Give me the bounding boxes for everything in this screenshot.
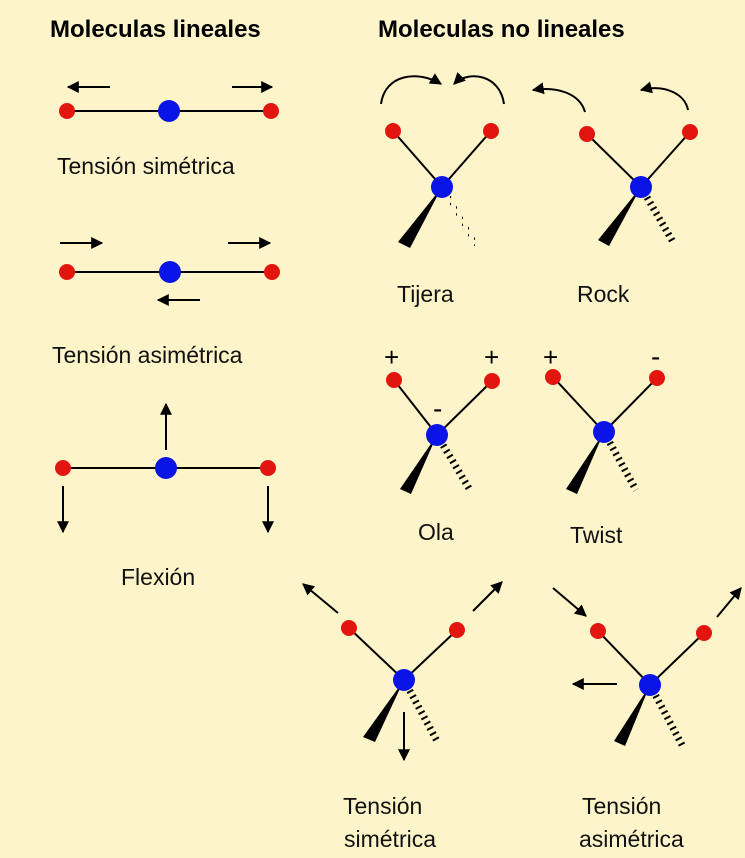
outer-atom: [55, 460, 71, 476]
wedge-bond: [398, 187, 442, 248]
arrow-icon: [716, 587, 742, 618]
linear-molecules-header: Moleculas lineales: [50, 16, 261, 43]
outer-atom: [260, 460, 276, 476]
outer-atom: [59, 264, 75, 280]
label-nonlinear-asymmetric-stretch-line1: Tensión: [582, 793, 662, 819]
plus-sign: +: [543, 342, 558, 372]
curved-arrow-icon: [380, 73, 443, 105]
label-linear-symmetric-stretch: Tensión simétrica: [57, 153, 235, 179]
label-twist: Twist: [570, 522, 623, 548]
label-nonlinear-symmetric-stretch-line2: simétrica: [344, 826, 437, 852]
plus-sign: +: [484, 342, 499, 372]
curved-arrow-icon: [453, 72, 505, 105]
label-nonlinear-symmetric-stretch-line1: Tensión: [343, 793, 423, 819]
minus-sign: -: [433, 393, 442, 424]
label-rock: Rock: [577, 281, 630, 307]
nonlinear-molecules-header: Moleculas no lineales: [378, 16, 625, 43]
twist-molecule: [545, 369, 665, 494]
label-linear-asymmetric-stretch: Tensión asimétrica: [52, 342, 243, 368]
label-bending: Flexión: [121, 564, 196, 590]
arrow-icon: [552, 587, 587, 617]
outer-atom: [264, 264, 280, 280]
arrow-icon: [472, 581, 503, 612]
label-nonlinear-asymmetric-stretch-line2: asimétrica: [579, 826, 684, 852]
linear-bending-molecule: [55, 402, 276, 534]
plus-sign: +: [384, 342, 399, 372]
label-wag: Ola: [418, 519, 454, 545]
linear-symmetric-stretch-molecule: [59, 81, 279, 122]
rock-molecule: [531, 81, 698, 246]
curved-arrow-icon: [639, 81, 689, 111]
central-atom: [159, 261, 181, 283]
wag-molecule: [386, 372, 500, 494]
arrow-icon: [302, 583, 339, 614]
outer-atom: [59, 103, 75, 119]
minus-sign: -: [651, 341, 660, 372]
central-atom: [158, 100, 180, 122]
linear-asymmetric-stretch-molecule: [59, 237, 280, 306]
central-atom: [155, 457, 177, 479]
nonlinear-symmetric-stretch-molecule: [302, 581, 503, 762]
outer-atom: [263, 103, 279, 119]
curved-arrow-icon: [531, 82, 586, 113]
label-scissor: Tijera: [397, 281, 454, 307]
scissor-molecule: [380, 72, 505, 248]
nonlinear-asymmetric-stretch-molecule: [552, 587, 742, 747]
